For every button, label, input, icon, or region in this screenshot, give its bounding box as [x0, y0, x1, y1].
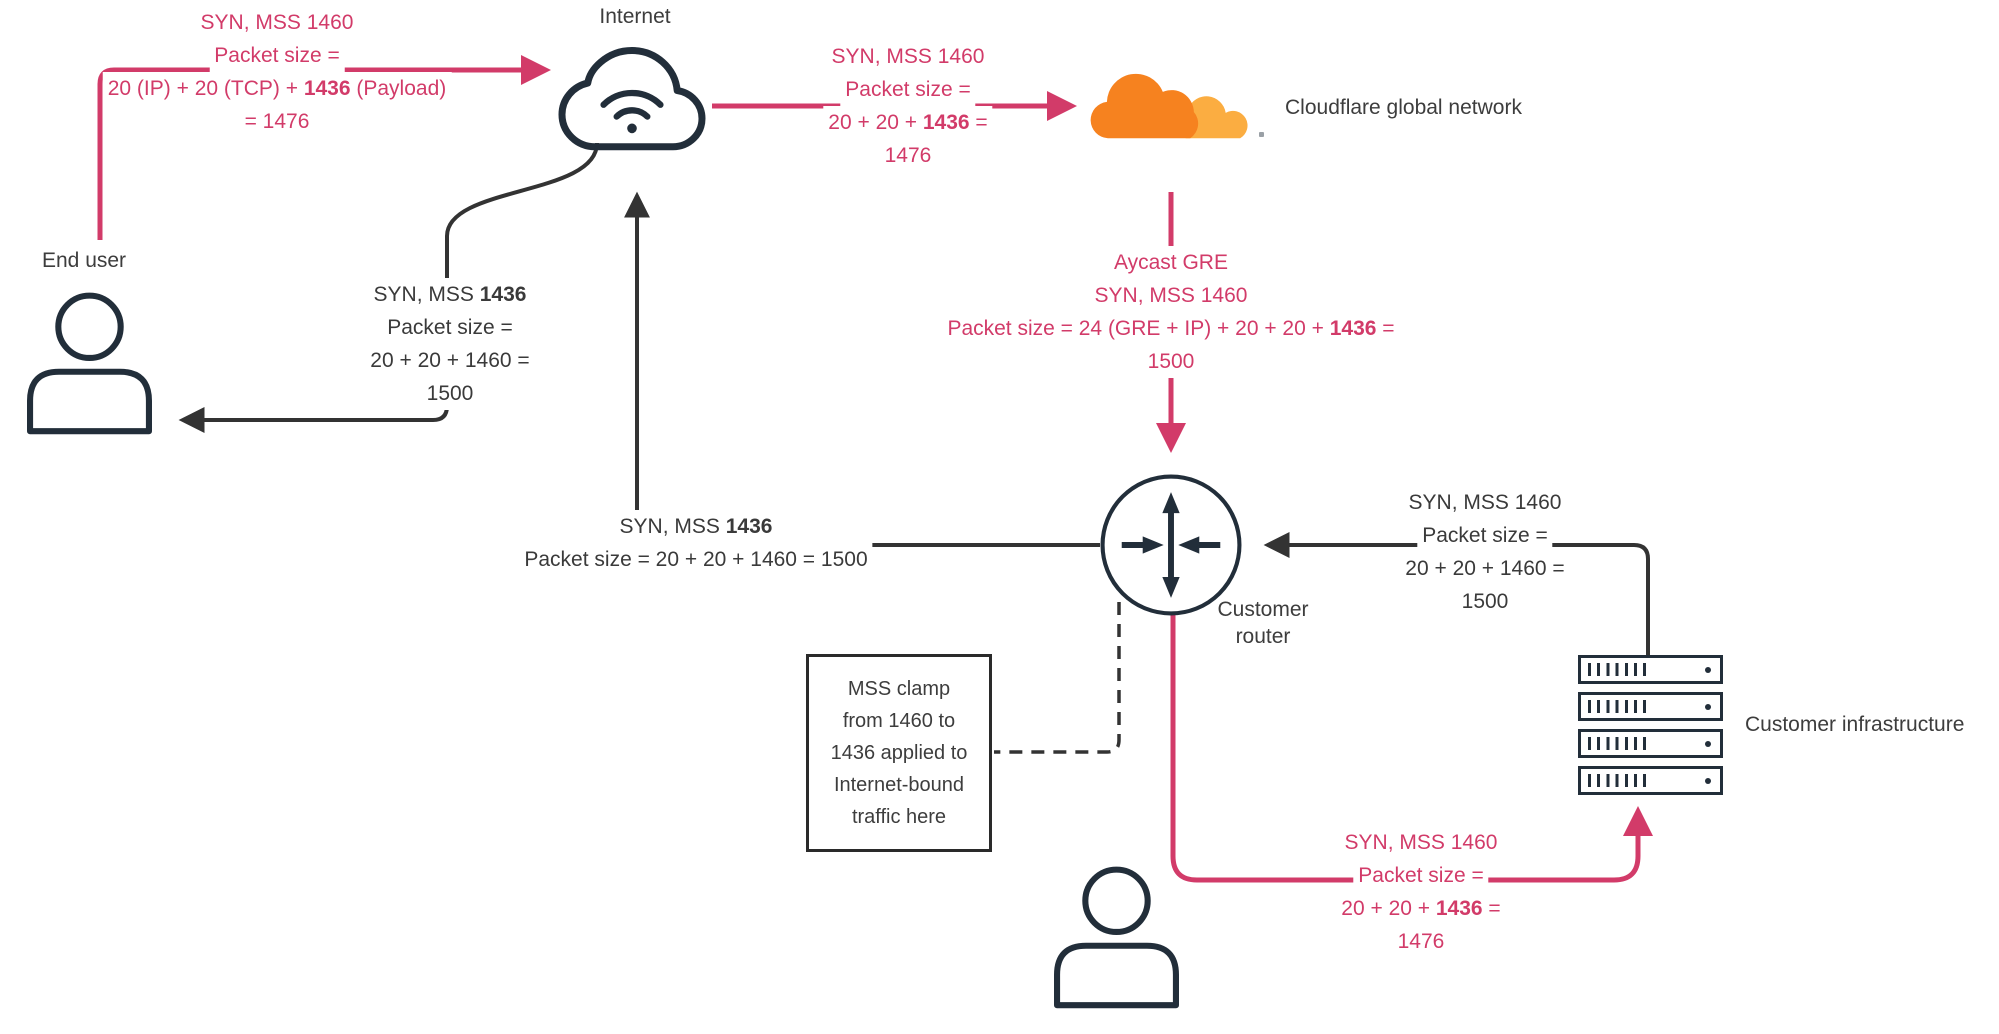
annotation-line: SYN, MSS 1460: [942, 279, 1399, 312]
server-led-icon: [1705, 703, 1711, 710]
annotation-line: Aycast GRE: [942, 246, 1399, 279]
person-body: [1054, 942, 1179, 1009]
annotation-line: SYN, MSS 1460: [1400, 486, 1569, 519]
annotation-line: SYN, MSS 1460: [1336, 826, 1505, 859]
annotation-line: Packet size =: [365, 311, 534, 344]
annotation-line: = 1476: [103, 105, 452, 138]
mss-clamp-note-line: traffic here: [851, 806, 947, 828]
annotation-line: Packet size =: [103, 39, 452, 72]
internet-cloud-icon: [558, 46, 706, 151]
customer-router-icon: [1100, 474, 1242, 616]
annotation-line: SYN, MSS 1460: [823, 40, 992, 73]
customer-infrastructure-label: Customer infrastructure: [1745, 713, 1965, 736]
annotation-line: 1476: [823, 139, 992, 172]
server-row: [1578, 692, 1723, 721]
annotation-line: 20 (IP) + 20 (TCP) + 1436 (Payload): [102, 72, 452, 105]
annotation-line: Packet size =: [823, 73, 992, 106]
server-row: [1578, 729, 1723, 758]
annotation-line: 20 + 20 + 1436 =: [1336, 892, 1506, 925]
annotation-line: SYN, MSS 1436: [365, 278, 534, 311]
router-arrowheads: [1142, 492, 1200, 598]
mss-clamp-note: MSS clamp from 1460 to 1436 applied to I…: [806, 654, 992, 852]
cloud-outline: [558, 46, 706, 151]
server-vents-icon: [1588, 700, 1648, 713]
person-head: [1082, 866, 1151, 936]
cloudflare-label: Cloudflare global network: [1285, 96, 1522, 119]
annotation-line: 1476: [1336, 925, 1505, 958]
mss-clamp-note-line: MSS clamp: [847, 678, 951, 700]
annotation-line: 20 + 20 + 1460 =: [365, 344, 535, 377]
annotation-line: SYN, MSS 1460: [103, 6, 452, 39]
customer-router-label-line2: router: [1235, 625, 1291, 648]
server-row: [1578, 766, 1723, 795]
wifi-outer-arc-icon: [600, 89, 664, 108]
cloudflare-logo-icon: [1090, 73, 1248, 139]
annotation-line: Packet size = 20 + 20 + 1460 = 1500: [519, 543, 873, 576]
annotation-line: Packet size = 24 (GRE + IP) + 20 + 20 + …: [942, 312, 1400, 345]
router-arrows-icon: [1121, 512, 1221, 578]
person-body: [27, 368, 152, 435]
annotation-line: 1500: [365, 377, 534, 410]
server-led-icon: [1705, 777, 1711, 784]
annotation-line: Packet size =: [1336, 859, 1505, 892]
mss-clamp-note-line: Internet-bound: [833, 774, 965, 796]
annotation-line: Packet size =: [1400, 519, 1569, 552]
customer-router-label: Customer router: [1217, 596, 1308, 650]
mss-clamp-note-line: 1436 applied to: [830, 742, 968, 764]
annotation-line: 1500: [1400, 585, 1569, 618]
annotation-line: SYN, MSS 1436: [519, 510, 872, 543]
server-led-icon: [1705, 666, 1711, 673]
wifi-dot-icon: [627, 123, 637, 134]
internet-label: Internet: [599, 5, 671, 28]
server-vents-icon: [1588, 774, 1648, 787]
registered-mark: [1259, 132, 1264, 137]
bottom-user-icon: [1054, 866, 1179, 1009]
end-user-icon: [27, 292, 152, 435]
mss-clamp-note-line: from 1460 to: [842, 710, 956, 732]
customer-router-label-line1: Customer: [1217, 598, 1309, 621]
server-vents-icon: [1588, 663, 1648, 676]
wifi-inner-arc-icon: [613, 107, 651, 120]
server-row: [1578, 655, 1723, 684]
server-led-icon: [1705, 740, 1711, 747]
server-vents-icon: [1588, 737, 1648, 750]
end-user-label: End user: [42, 249, 127, 272]
customer-infrastructure-icon: [1578, 655, 1723, 795]
annotation-line: 20 + 20 + 1436 =: [823, 106, 993, 139]
dashed-clamp-connector: [994, 602, 1121, 754]
annotation-line: 1500: [942, 345, 1399, 378]
annotation-line: 20 + 20 + 1460 =: [1400, 552, 1570, 585]
person-head: [55, 292, 124, 362]
cloudflare-cloud: [1090, 73, 1199, 139]
